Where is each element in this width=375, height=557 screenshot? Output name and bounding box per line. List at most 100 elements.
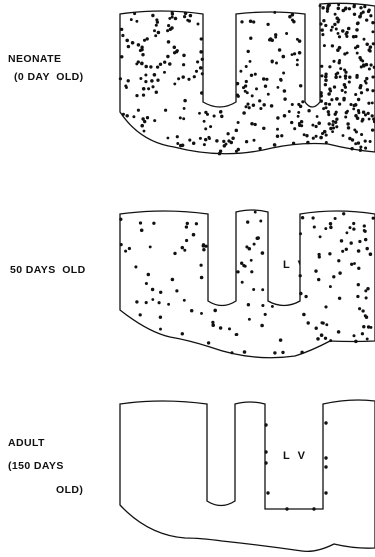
nucleus-dot — [365, 18, 368, 21]
nucleus-dot — [319, 136, 323, 140]
nucleus-dot — [357, 283, 360, 286]
nucleus-dot — [228, 327, 231, 330]
nucleus-dot — [171, 278, 175, 282]
nucleus-dot — [299, 84, 302, 87]
nucleus-dot — [338, 18, 341, 21]
nucleus-dot — [182, 117, 185, 120]
nucleus-dot — [365, 63, 369, 67]
nucleus-dot — [369, 252, 373, 256]
nucleus-dot — [353, 262, 356, 265]
nucleus-dot — [354, 46, 357, 49]
nucleus-dot — [372, 42, 375, 45]
nucleus-dot — [249, 19, 253, 23]
nucleus-dot — [200, 91, 204, 95]
nucleus-dot — [139, 313, 142, 316]
nucleus-dot — [186, 222, 189, 225]
nucleus-dot — [179, 144, 182, 147]
nucleus-dot — [167, 137, 170, 140]
nucleus-dot — [324, 72, 327, 75]
nucleus-dot — [334, 121, 337, 124]
nucleus-dot — [352, 107, 355, 110]
nucleus-dot — [207, 341, 210, 344]
nucleus-dot — [330, 98, 333, 101]
nucleus-dot — [338, 297, 341, 300]
nucleus-dot — [183, 299, 186, 302]
nucleus-dot — [305, 134, 308, 137]
nucleus-dot — [173, 252, 176, 255]
nucleus-dot — [335, 125, 338, 128]
nucleus-dot — [345, 35, 348, 38]
nucleus-dot — [273, 11, 276, 14]
nucleus-dot — [321, 74, 324, 77]
nucleus-dot — [219, 111, 222, 114]
nucleus-dot — [261, 304, 264, 307]
nucleus-dot — [362, 325, 365, 328]
nucleus-dot — [283, 97, 286, 100]
nucleus-dot — [159, 316, 162, 319]
nucleus-dot — [246, 220, 249, 223]
nucleus-dot — [312, 216, 315, 219]
nucleus-dot — [168, 62, 172, 66]
nucleus-dot — [296, 63, 299, 66]
nucleus-dot — [337, 330, 341, 334]
nucleus-dot — [371, 128, 374, 131]
nucleus-dot — [329, 285, 332, 288]
nucleus-dot — [259, 107, 262, 110]
nucleus-dot — [297, 103, 300, 106]
nucleus-dot — [193, 75, 196, 78]
nucleus-dot — [204, 127, 207, 130]
nucleus-dot — [318, 255, 321, 258]
nucleus-dot — [323, 130, 327, 134]
nucleus-dot — [254, 73, 257, 76]
nucleus-dot — [190, 309, 193, 312]
nucleus-dot — [159, 328, 162, 331]
nucleus-dot — [151, 14, 154, 17]
nucleus-dot — [140, 124, 144, 128]
nucleus-dot — [365, 43, 369, 47]
adult-dots — [264, 421, 327, 510]
nucleus-dot — [360, 65, 363, 68]
nucleus-dot — [344, 91, 347, 94]
nucleus-dot — [302, 313, 306, 317]
nucleus-dot — [177, 77, 180, 80]
nucleus-dot — [179, 116, 182, 119]
nucleus-dot — [119, 218, 122, 221]
nucleus-dot — [364, 113, 367, 116]
nucleus-dot — [371, 21, 374, 24]
nucleus-dot — [311, 124, 314, 127]
nucleus-dot — [244, 265, 247, 268]
nucleus-dot — [147, 87, 150, 90]
nucleus-dot — [372, 217, 375, 220]
nucleus-dot — [315, 135, 318, 138]
nucleus-dot — [358, 86, 362, 90]
nucleus-dot — [363, 229, 366, 232]
nucleus-dot — [360, 91, 363, 94]
nucleus-dot — [157, 31, 161, 35]
nucleus-dot — [327, 113, 330, 116]
nucleus-dot — [357, 141, 360, 144]
nucleus-dot — [342, 97, 346, 101]
nucleus-dot — [239, 70, 242, 73]
nucleus-dot — [356, 52, 359, 55]
nucleus-dot — [163, 71, 166, 74]
nucleus-dot — [252, 288, 255, 291]
nucleus-dot — [242, 86, 245, 89]
nucleus-dot — [167, 303, 170, 306]
nucleus-dot — [204, 111, 207, 114]
nucleus-dot — [324, 465, 327, 468]
nucleus-dot — [245, 65, 248, 68]
nucleus-dot — [247, 50, 250, 53]
adult-outline — [120, 400, 375, 551]
neonate-section — [119, 3, 375, 155]
nucleus-dot — [199, 50, 203, 54]
nucleus-dot — [368, 49, 371, 52]
nucleus-dot — [141, 117, 144, 120]
nucleus-dot — [139, 49, 142, 52]
nucleus-dot — [122, 113, 125, 116]
nucleus-dot — [328, 65, 331, 68]
nucleus-dot — [319, 235, 322, 238]
nucleus-dot — [227, 139, 230, 142]
nucleus-dot — [213, 309, 217, 313]
nucleus-dot — [252, 103, 255, 106]
